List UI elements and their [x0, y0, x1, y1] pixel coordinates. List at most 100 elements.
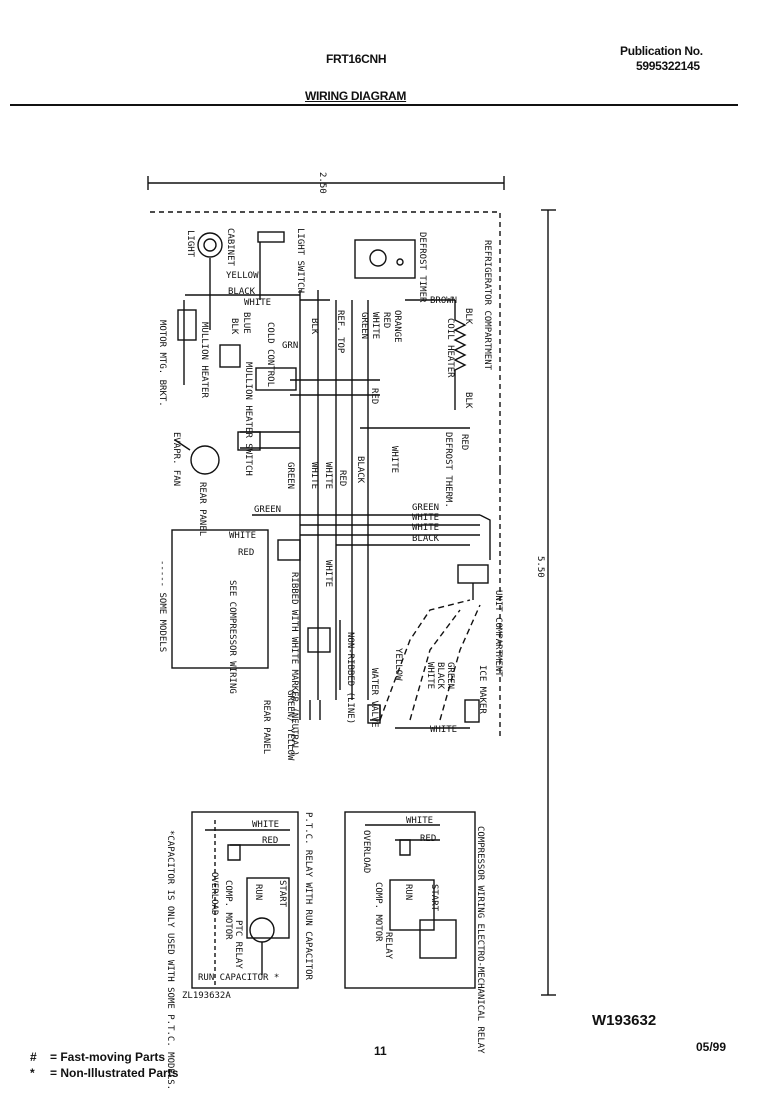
label-start-em: START [429, 884, 439, 912]
ptc-relay-box [191, 811, 299, 989]
label-mullion-heater: MULLION HEATER [199, 322, 209, 398]
label-see-compressor-wiring: SEE COMPRESSOR WIRING [227, 580, 237, 694]
label-white-ptc: WHITE [252, 820, 279, 830]
ice-maker-wiring [379, 599, 471, 721]
label-non-ribbed: NON-RIBBED (LINE) [345, 632, 355, 724]
label-overload-ptc: OVERLOAD [209, 872, 219, 915]
label-mullion-heater-switch: MULLION HEATER SWITCH [243, 362, 253, 476]
date: 05/99 [696, 1040, 727, 1054]
defrost-timer-symbol [354, 239, 416, 279]
label-red-4: RED [337, 470, 347, 486]
label-white-4: WHITE [323, 462, 333, 489]
cold-control-symbol [255, 367, 297, 391]
label-white-6: WHITE [412, 513, 439, 523]
legend-symbol: * [30, 1066, 35, 1080]
label-yellow-2: YELLOW [393, 648, 403, 681]
label-green-2: GREEN [285, 462, 295, 489]
label-overload-em: OVERLOAD [361, 830, 371, 873]
label-green-1: GREEN [359, 312, 369, 339]
label-blk-3: BLK [463, 392, 473, 409]
mullion-heater-switch-symbol [219, 344, 241, 368]
light-bulb [197, 232, 223, 258]
label-black-3: BLACK [412, 534, 440, 544]
label-red-1: RED [381, 312, 391, 328]
label-coil-heater: COIL HEATER [445, 318, 455, 378]
label-compressor-wiring-title: COMPRESSOR WIRING ELECTRO-MECHANICAL REL… [475, 826, 485, 1054]
label-white-8: WHITE [229, 531, 256, 541]
label-run-em: RUN [403, 884, 413, 900]
label-ref-top: REF. TOP [335, 310, 345, 354]
label-run-ptc: RUN [253, 884, 263, 900]
label-green-5: GREEN [445, 662, 455, 689]
label-defrost-timer: DEFROST TIMER [417, 232, 427, 303]
label-red-ptc: RED [262, 836, 278, 846]
label-yellow: YELLOW [226, 271, 259, 281]
label-evapr-fan: EVAPR. FAN [171, 432, 181, 486]
label-rear-panel-1: REAR PANEL [197, 482, 207, 536]
label-green-yellow: GREEN/ YELLOW [285, 690, 295, 761]
label-blk-coil: BLK [463, 308, 473, 325]
label-blue: BLUE [241, 312, 251, 334]
label-white-7: WHITE [412, 523, 439, 533]
label-motor-mtg-brkt: MOTOR MTG. BRKT. [157, 320, 167, 407]
legend-non-illustrated: * = Non-Illustrated Parts [30, 1066, 178, 1080]
label-brown: BROWN [430, 296, 457, 306]
label-defrost-therm: DEFROST THERM. [443, 432, 453, 508]
label-black-2: BLACK [355, 456, 365, 484]
label-ice-maker: ICE MAKER [477, 665, 487, 714]
label-white-9: WHITE [323, 560, 333, 587]
label-comp-motor-em: COMP. MOTOR [373, 882, 383, 942]
see-compressor-wiring-box [171, 529, 269, 669]
label-cabinet: CABINET [225, 228, 235, 267]
label-white-11: WHITE [430, 725, 457, 735]
publication-number: 5995322145 [636, 59, 700, 73]
label-green-3: GREEN [254, 505, 281, 515]
legend-text: = Fast-moving Parts [50, 1050, 166, 1064]
label-unit-compartment: UNIT COMPARTMENT [493, 590, 503, 677]
label-ptc-relay: PTC RELAY [233, 920, 243, 969]
label-red-2: RED [369, 388, 379, 404]
ice-maker-plug [464, 699, 480, 723]
label-white-1: WHITE [244, 298, 271, 308]
label-green-4: GREEN [412, 503, 439, 513]
label-comp-motor-ptc: COMP. MOTOR [223, 880, 233, 940]
label-white-5: WHITE [309, 462, 319, 489]
label-some-models: ----- SOME MODELS [157, 560, 167, 652]
label-refrigerator-compartment: REFRIGERATOR COMPARTMENT [482, 240, 492, 371]
label-run-capacitor: RUN CAPACITOR * [198, 973, 279, 983]
line-cord-connector [307, 627, 331, 653]
electro-mechanical-relay-box [344, 811, 476, 989]
label-cold-control: COLD CONTROL [265, 322, 275, 387]
dim-right-label: 5.50 [535, 556, 545, 578]
label-light: LIGHT [185, 230, 195, 258]
label-capacitor-note: *CAPACITOR IS ONLY USED WITH SOME P.T.C.… [165, 830, 175, 1090]
label-ptc-title: P.T.C. RELAY WITH RUN CAPACITOR [303, 812, 313, 981]
label-blk-1: BLK [309, 318, 319, 335]
legend-text: = Non-Illustrated Parts [50, 1066, 179, 1080]
label-white-2: WHITE [370, 312, 380, 339]
unit-connector [457, 564, 489, 584]
refrigerator-compartment-border [150, 211, 501, 470]
label-start-ptc: START [277, 880, 287, 908]
label-black: BLACK [228, 287, 256, 297]
label-red-em: RED [420, 834, 436, 844]
label-red-5: RED [238, 548, 254, 558]
legend-fast-moving: # = Fast-moving Parts [30, 1050, 165, 1064]
label-red-3: RED [459, 434, 469, 450]
page-number: 11 [374, 1044, 387, 1058]
publication-label: Publication No. [620, 44, 703, 58]
label-ribbed: RIBBED WITH WHITE MARKER (NEUTRAL) [289, 572, 299, 756]
label-white-10: WHITE [425, 662, 435, 689]
dim-top-label: 2.50 [317, 172, 327, 194]
light-switch-symbol [257, 231, 285, 243]
drawing-number: W193632 [592, 1012, 657, 1029]
label-water-valve: WATER VALVE [369, 668, 379, 728]
header-rule [10, 104, 738, 106]
label-drawing-ref: ZL193632A [182, 991, 231, 1001]
coil-heater-symbol [453, 300, 467, 410]
label-black-4: BLACK [435, 662, 445, 690]
label-blk-2: BLK [229, 318, 239, 335]
evapr-fan-motor [190, 445, 220, 475]
legend-symbol: # [30, 1050, 37, 1064]
